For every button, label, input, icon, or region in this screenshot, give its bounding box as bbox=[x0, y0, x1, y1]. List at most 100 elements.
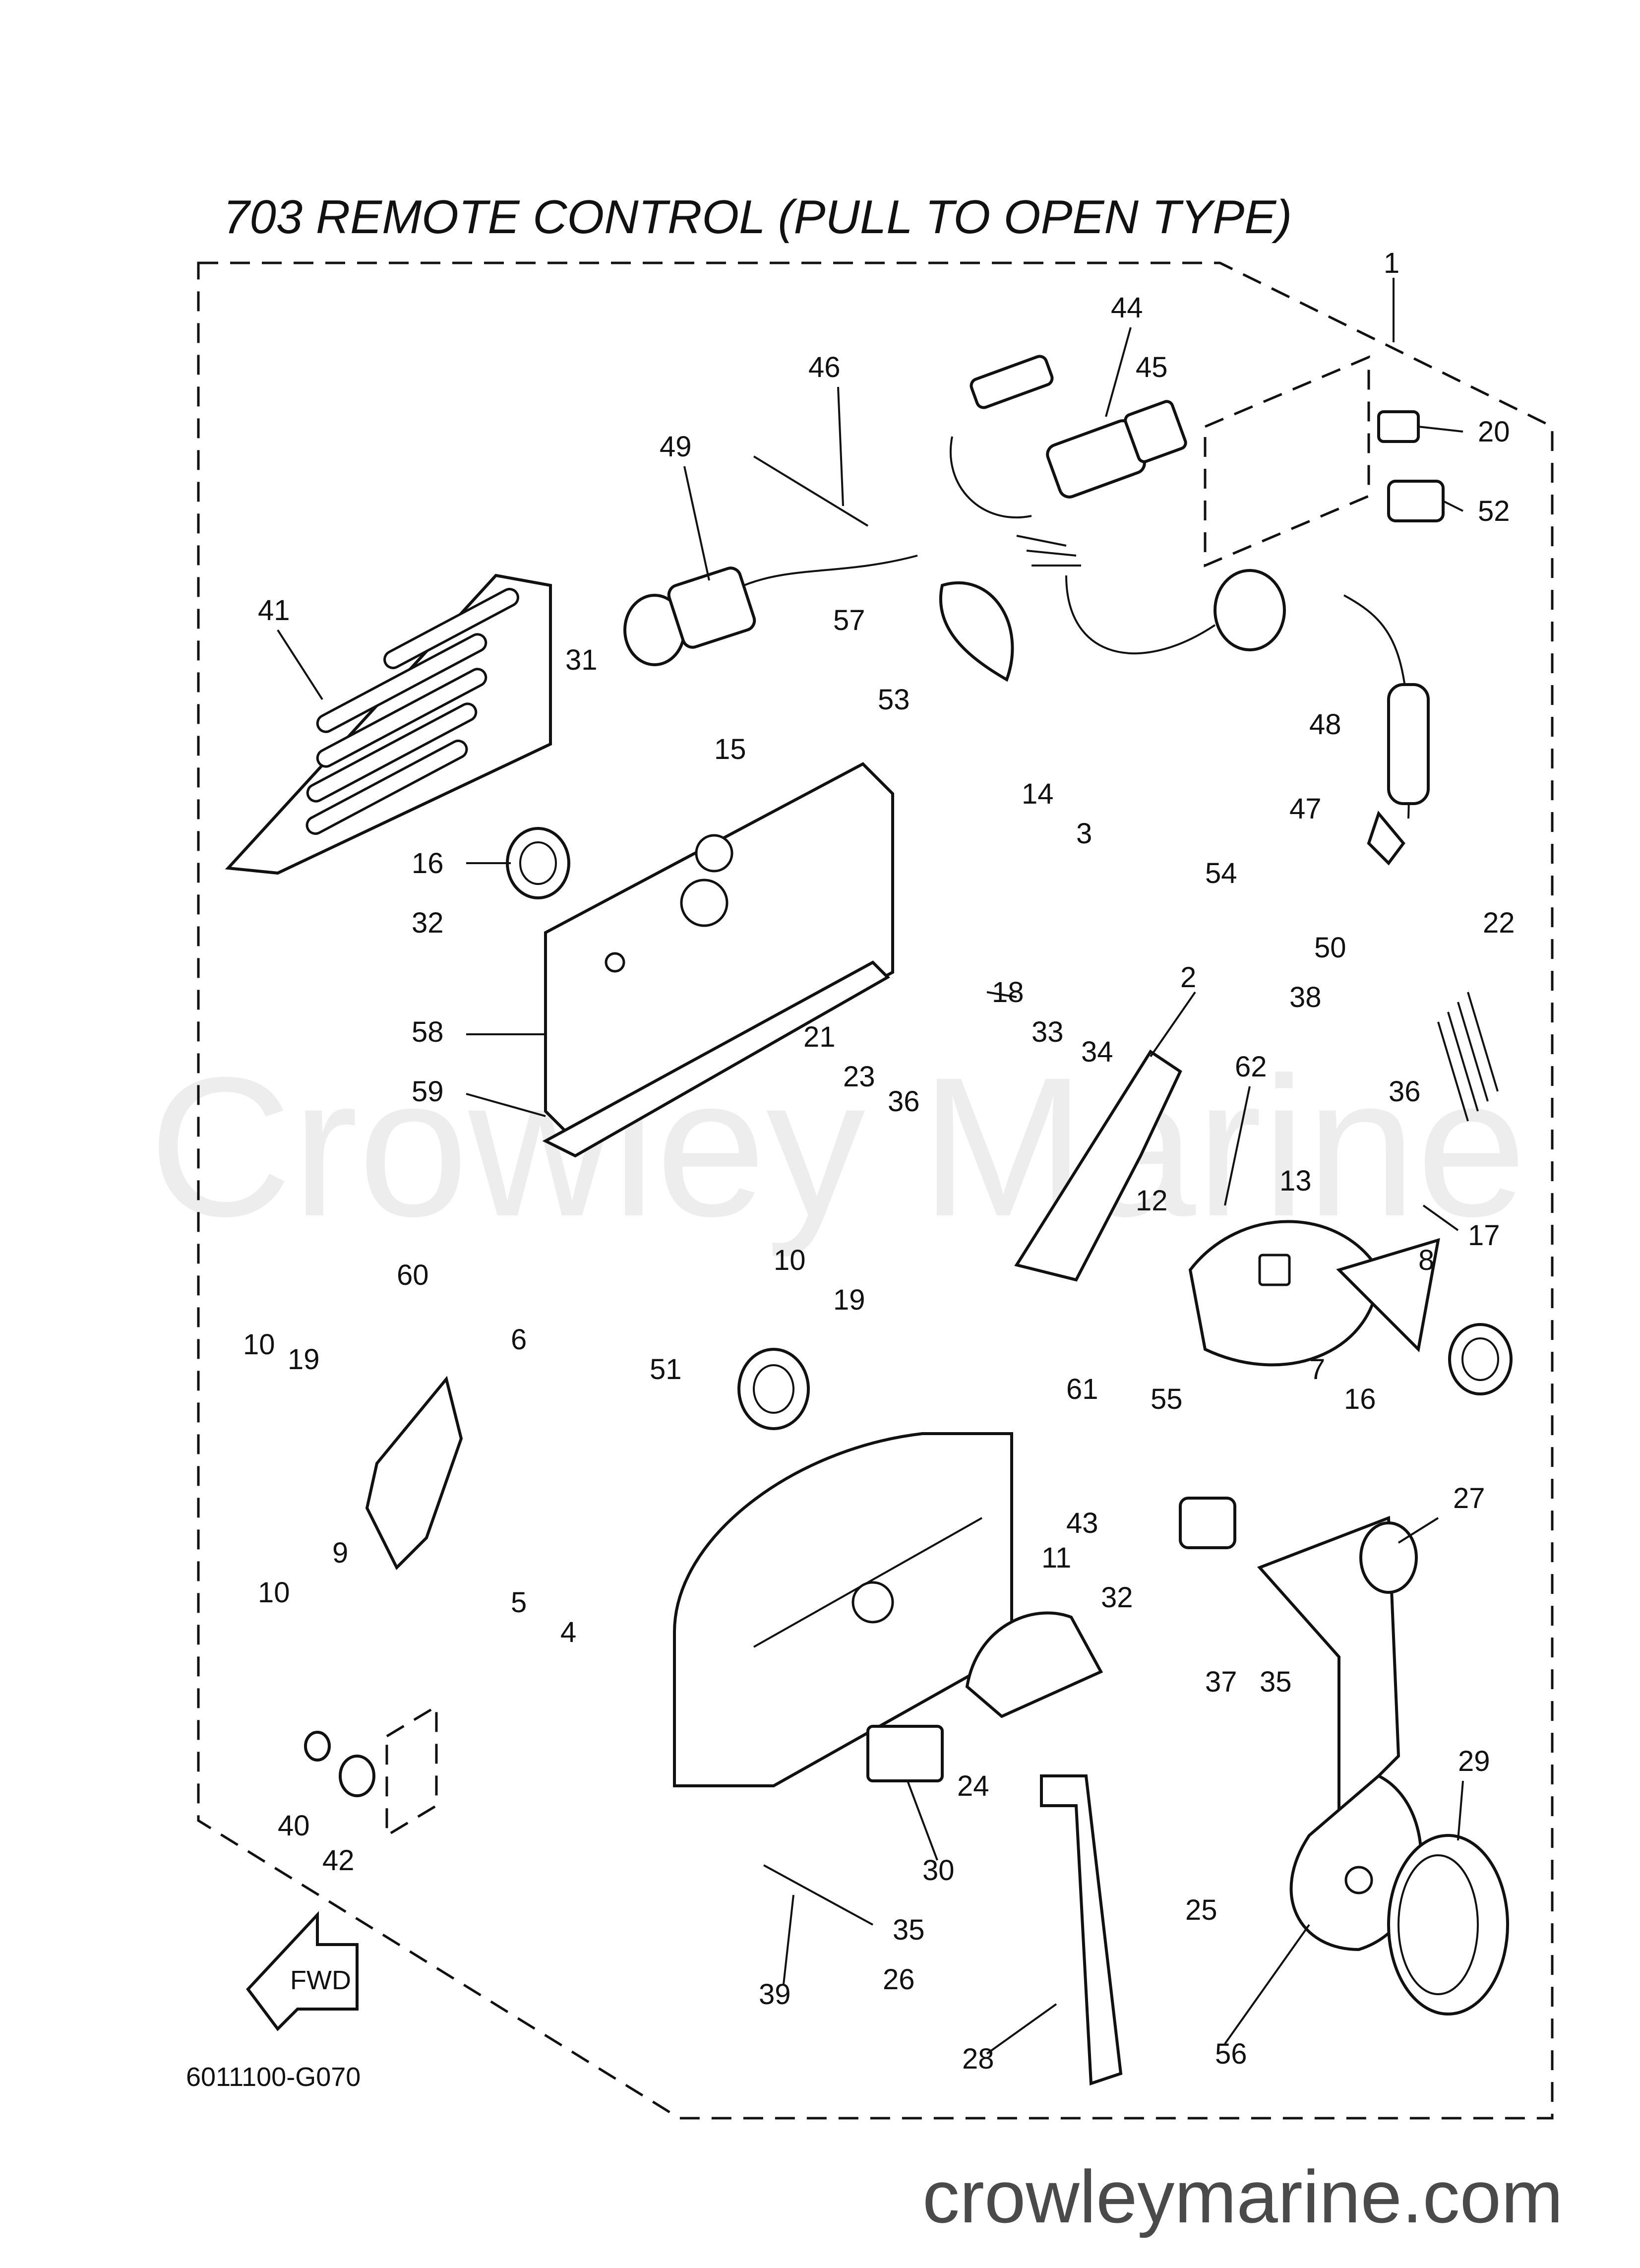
callout-33: 33 bbox=[1032, 1016, 1064, 1048]
callout-54: 54 bbox=[1205, 857, 1237, 889]
callout-58: 58 bbox=[412, 1016, 444, 1048]
callout-39: 39 bbox=[759, 1978, 791, 2011]
callout-19a: 19 bbox=[833, 1284, 865, 1316]
diagram-title: 703 REMOTE CONTROL (PULL TO OPEN TYPE) bbox=[223, 190, 1292, 244]
housing-plate bbox=[542, 762, 894, 1158]
callout-10b: 10 bbox=[243, 1328, 275, 1361]
callout-17: 17 bbox=[1468, 1219, 1500, 1252]
callout-56: 56 bbox=[1215, 2038, 1247, 2070]
cable-grommet bbox=[623, 555, 918, 666]
callout-9: 9 bbox=[332, 1537, 348, 1569]
callout-53: 53 bbox=[878, 684, 910, 716]
harness-wire bbox=[753, 455, 869, 527]
callout-36b: 36 bbox=[1389, 1075, 1421, 1108]
neutral-plate bbox=[365, 1376, 463, 1571]
bushing-lower bbox=[1448, 1323, 1513, 1395]
callout-32b: 32 bbox=[1101, 1581, 1133, 1614]
callout-15: 15 bbox=[714, 733, 746, 765]
callout-60: 60 bbox=[397, 1259, 429, 1291]
trim-switch-cap bbox=[1179, 1497, 1236, 1549]
bushing-upper bbox=[506, 827, 570, 899]
mount-bolt bbox=[304, 1704, 438, 1838]
callout-20: 20 bbox=[1478, 416, 1510, 448]
callout-16b: 16 bbox=[1344, 1383, 1376, 1415]
shift-lever bbox=[1040, 1774, 1123, 2086]
control-housing bbox=[673, 1432, 1013, 1787]
callout-29: 29 bbox=[1458, 1745, 1490, 1777]
callout-14: 14 bbox=[1022, 778, 1054, 810]
callout-8: 8 bbox=[1418, 1244, 1434, 1276]
callout-34: 34 bbox=[1081, 1036, 1113, 1068]
assembly-boundary bbox=[197, 261, 1554, 2120]
clamp-band bbox=[939, 581, 1014, 682]
housing-clip bbox=[866, 1725, 944, 1782]
callout-27: 27 bbox=[1453, 1482, 1485, 1514]
callout-45: 45 bbox=[1136, 351, 1168, 383]
callout-57: 57 bbox=[833, 604, 865, 636]
grille-cover bbox=[225, 573, 552, 875]
callout-43: 43 bbox=[1066, 1507, 1098, 1539]
callout-49: 49 bbox=[660, 431, 692, 463]
callout-41-mount: 42 bbox=[322, 1844, 355, 1877]
fwd-direction-badge: FWD bbox=[246, 1911, 359, 2031]
callout-1: 1 bbox=[1384, 247, 1399, 279]
callout-32a: 32 bbox=[412, 907, 444, 939]
callout-38: 38 bbox=[1289, 981, 1322, 1013]
callout-10c: 10 bbox=[258, 1576, 290, 1609]
callout-10a: 10 bbox=[774, 1244, 806, 1276]
throttle-cam bbox=[1188, 1220, 1381, 1367]
callout-35b: 35 bbox=[893, 1914, 925, 1946]
callout-7: 7 bbox=[1309, 1353, 1325, 1386]
main-switch-harness bbox=[949, 355, 1187, 567]
site-url: crowleymarine.com bbox=[922, 2155, 1563, 2238]
callout-4: 4 bbox=[560, 1616, 576, 1648]
callout-24: 24 bbox=[957, 1770, 989, 1802]
fwd-badge-text: FWD bbox=[290, 1965, 351, 1995]
lanyard-clip bbox=[1343, 594, 1430, 866]
callout-31: 31 bbox=[565, 644, 598, 676]
callout-47: 47 bbox=[1289, 793, 1322, 825]
callout-59: 59 bbox=[412, 1075, 444, 1108]
leader-lines bbox=[277, 327, 1464, 2055]
callout-30: 30 bbox=[922, 1854, 955, 1887]
callout-28: 28 bbox=[962, 2043, 994, 2075]
callout-18: 18 bbox=[992, 976, 1024, 1008]
callout-23: 23 bbox=[843, 1061, 875, 1093]
callout-21: 21 bbox=[803, 1021, 836, 1053]
callout-41: 41 bbox=[258, 594, 290, 627]
callout-25: 25 bbox=[1185, 1894, 1217, 1926]
callout-37: 37 bbox=[1205, 1666, 1237, 1698]
callout-40: 40 bbox=[278, 1810, 310, 1842]
lever-cover bbox=[965, 1611, 1103, 1718]
callout-51: 51 bbox=[650, 1353, 682, 1386]
callout-13: 13 bbox=[1279, 1165, 1312, 1197]
detent-plates bbox=[1437, 992, 1499, 1122]
callout-52: 52 bbox=[1478, 495, 1510, 527]
neutral-switch bbox=[737, 1348, 810, 1430]
callout-19b: 19 bbox=[288, 1343, 320, 1376]
callout-36a: 36 bbox=[888, 1085, 920, 1118]
callout-35a: 35 bbox=[1260, 1666, 1292, 1698]
callout-46: 46 bbox=[808, 351, 841, 383]
callout-12: 12 bbox=[1136, 1185, 1168, 1217]
upper-cable-block bbox=[1204, 355, 1445, 567]
callout-26: 26 bbox=[883, 1963, 915, 1996]
callout-62: 62 bbox=[1235, 1051, 1267, 1083]
callout-48: 48 bbox=[1309, 708, 1341, 741]
long-bolt bbox=[763, 1864, 873, 1926]
callouts: 1 2 3 4 5 6 7 8 9 10 10 10 11 12 13 14 1… bbox=[243, 247, 1515, 2075]
callout-22: 22 bbox=[1483, 907, 1515, 939]
callout-3: 3 bbox=[1076, 818, 1092, 850]
friction-plate bbox=[1336, 1238, 1440, 1353]
callout-5: 5 bbox=[511, 1586, 527, 1619]
callout-61: 61 bbox=[1066, 1373, 1098, 1405]
throttle-bracket bbox=[1014, 1049, 1182, 1282]
callout-44: 44 bbox=[1111, 292, 1143, 324]
callout-55: 55 bbox=[1151, 1383, 1183, 1415]
handle-grip bbox=[1387, 1834, 1509, 2016]
stop-switch bbox=[1065, 569, 1286, 655]
callout-50: 50 bbox=[1314, 932, 1346, 964]
callout-6: 6 bbox=[511, 1323, 527, 1356]
